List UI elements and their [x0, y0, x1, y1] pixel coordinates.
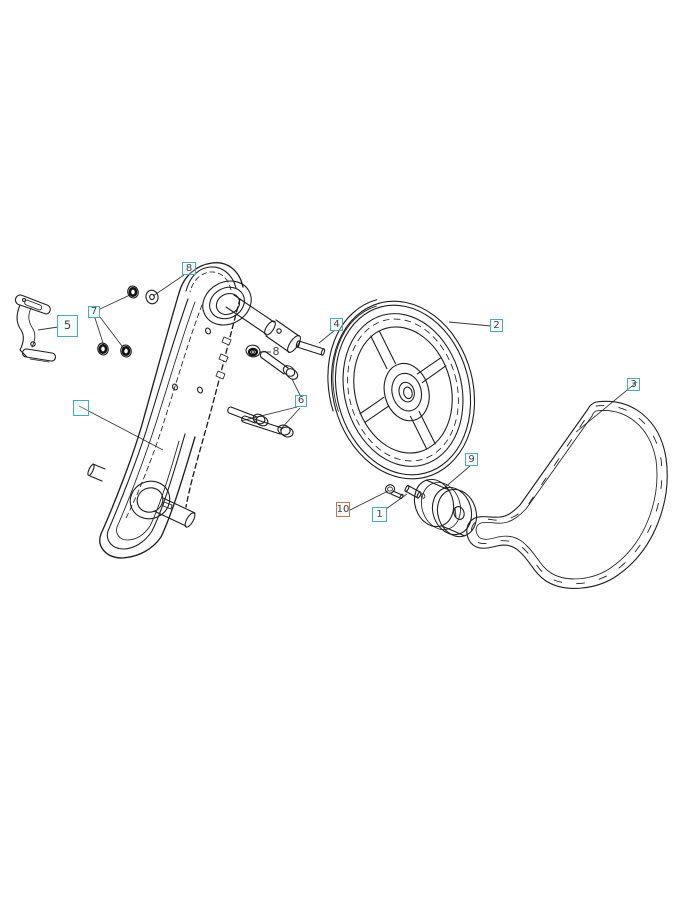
flange-washer-8-mid — [245, 344, 261, 358]
callout-6[interactable]: 6 — [295, 395, 307, 407]
callout-plate[interactable] — [73, 400, 89, 416]
drive-shaft-drawing — [202, 280, 301, 353]
callout-7-label: 7 — [90, 306, 98, 317]
callout-5-label: 5 — [63, 318, 72, 333]
callout-7[interactable]: 7 — [88, 306, 100, 318]
callout-5[interactable]: 5 — [57, 315, 78, 337]
bolt-lower — [241, 415, 294, 438]
lock-nut-7a — [127, 285, 139, 299]
flat-washer-8-top — [145, 289, 159, 305]
set-screw-drawing — [384, 484, 404, 500]
callout-10[interactable]: 10 — [336, 502, 350, 517]
key-pin-drawing — [404, 484, 422, 499]
callout-9[interactable]: 9 — [465, 453, 478, 466]
washers-drawing — [97, 285, 261, 358]
callout-2-label: 2 — [493, 319, 500, 331]
callout-6-label: 6 — [297, 395, 305, 406]
callout-4-label: 4 — [333, 318, 340, 330]
callout-8-mid: 8 — [269, 344, 283, 358]
callout-8-mid-label: 8 — [272, 344, 280, 358]
callout-10-label: 10 — [336, 503, 350, 515]
leader-lines — [37, 274, 638, 511]
lock-nut-7b — [97, 342, 109, 356]
v-belt-drawing — [466, 400, 668, 589]
mounting-bracket-drawing — [14, 294, 57, 363]
callout-8-top[interactable]: 8 — [182, 262, 196, 275]
lock-nut-7c — [120, 344, 132, 358]
callout-3[interactable]: 3 — [627, 378, 640, 391]
callout-3-label: 3 — [630, 378, 637, 390]
bolt-left — [227, 406, 269, 427]
belt-guard-plate-drawing — [87, 262, 244, 559]
dowel-pin-drawing — [295, 340, 326, 356]
callout-9-label: 9 — [468, 453, 475, 465]
engine-pulley-drawing — [413, 478, 478, 538]
callout-1[interactable]: 1 — [372, 507, 387, 522]
bolt-upper — [259, 350, 299, 380]
flange-bolts-drawing — [227, 350, 299, 438]
wheel-pulley-drawing — [327, 299, 476, 480]
callout-8-top-label: 8 — [185, 262, 193, 274]
callout-1-label: 1 — [376, 508, 383, 520]
callout-4[interactable]: 4 — [330, 318, 343, 331]
callout-2[interactable]: 2 — [490, 319, 503, 332]
